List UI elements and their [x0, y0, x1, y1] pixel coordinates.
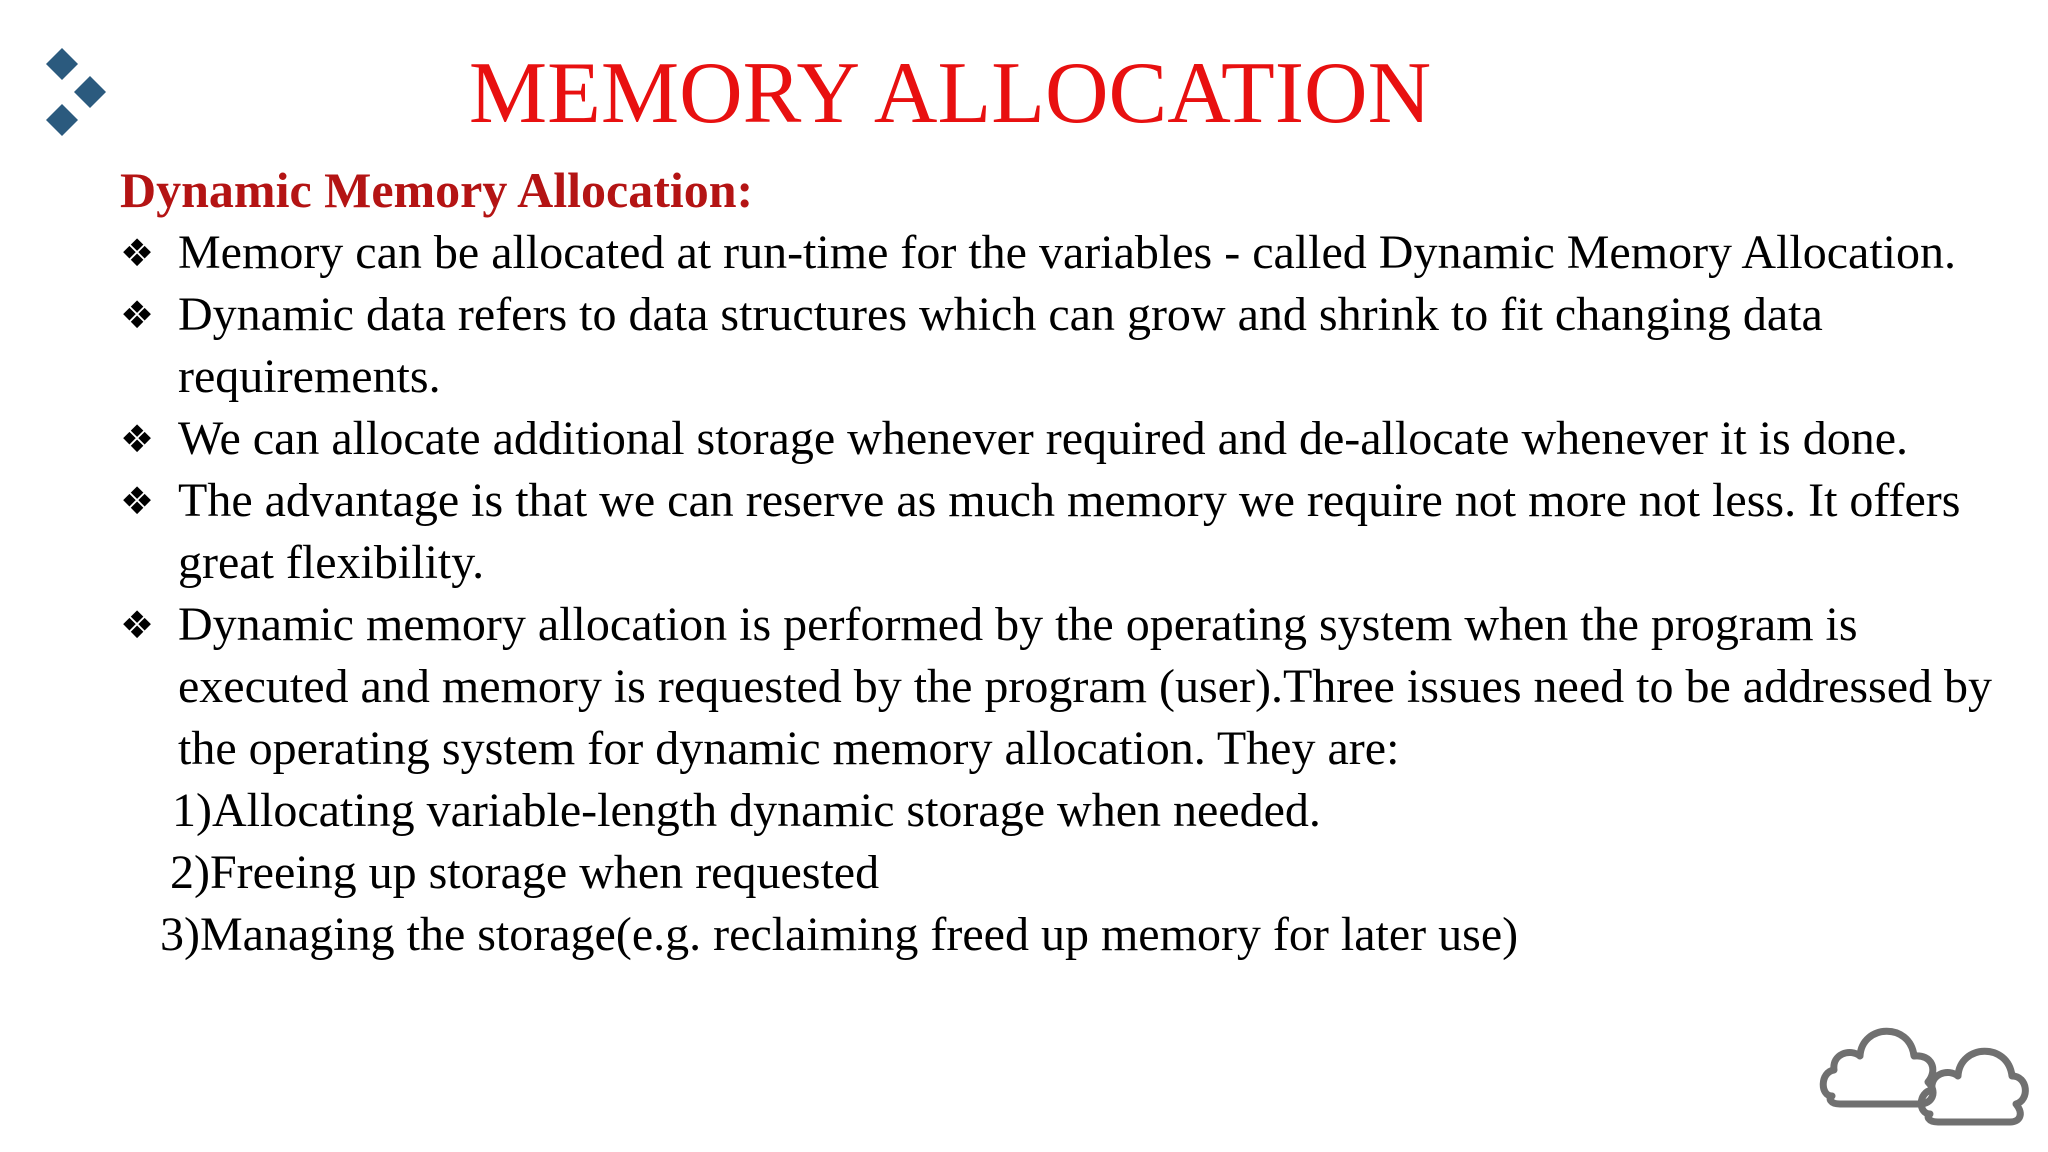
bullet-diamond-icon: ❖ — [120, 479, 155, 523]
bullet-item: ❖ Memory can be allocated at run-time fo… — [120, 222, 2000, 284]
bullet-diamond-icon: ❖ — [120, 231, 155, 275]
bullet-diamond-icon: ❖ — [120, 603, 155, 647]
bullet-text: We can allocate additional storage whene… — [178, 412, 1909, 465]
issue-steps-list: 1)Allocating variable-length dynamic sto… — [120, 780, 2000, 966]
slide-title: MEMORY ALLOCATION — [468, 45, 1432, 142]
bullet-text: The advantage is that we can reserve as … — [178, 474, 1961, 589]
slide-body: Dynamic Memory Allocation: ❖ Memory can … — [120, 158, 2000, 966]
bullet-item: ❖ The advantage is that we can reserve a… — [120, 470, 2000, 594]
step-item: 1)Allocating variable-length dynamic sto… — [172, 784, 1321, 837]
bullet-text: Memory can be allocated at run-time for … — [178, 226, 1957, 279]
section-heading: Dynamic Memory Allocation: — [120, 162, 754, 218]
bullet-text: Dynamic data refers to data structures w… — [178, 288, 1823, 403]
cloud-pair-icon — [1819, 1027, 2029, 1126]
diamond-logo-icon — [46, 48, 106, 136]
bullet-list: ❖ Memory can be allocated at run-time fo… — [120, 222, 2000, 780]
bullet-item: ❖ Dynamic memory allocation is performed… — [120, 594, 2000, 780]
bullet-text: Dynamic memory allocation is performed b… — [178, 598, 1993, 775]
step-item: 2)Freeing up storage when requested — [170, 846, 880, 899]
bullet-diamond-icon: ❖ — [120, 293, 155, 337]
bullet-diamond-icon: ❖ — [120, 417, 155, 461]
step-item: 3)Managing the storage(e.g. reclaiming f… — [160, 908, 1519, 961]
bullet-item: ❖ Dynamic data refers to data structures… — [120, 284, 2000, 408]
bullet-item: ❖ We can allocate additional storage whe… — [120, 408, 2000, 470]
